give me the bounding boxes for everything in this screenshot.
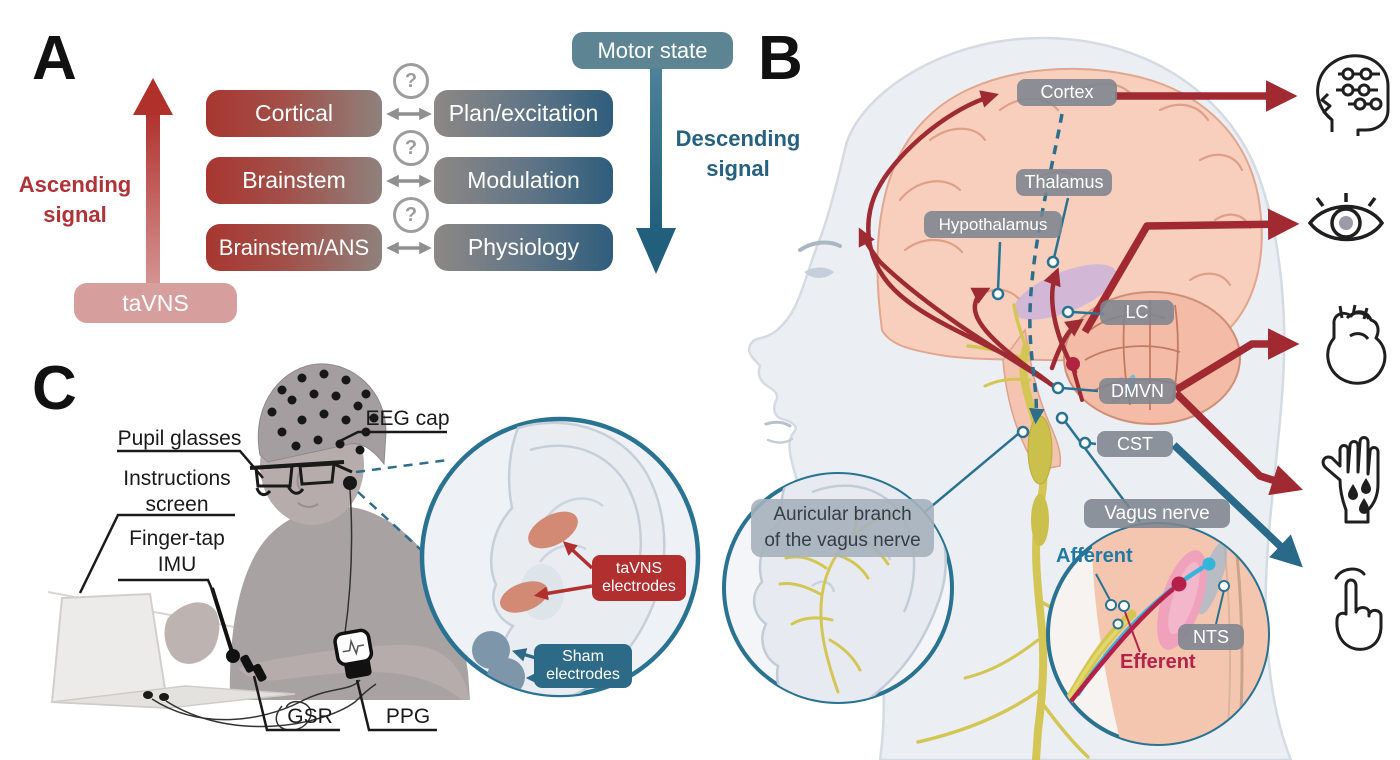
- finger-tap-imu-label: Finger-tap IMU: [129, 527, 225, 577]
- ascending-arrow-icon: [133, 78, 173, 322]
- output-arrows: [1081, 80, 1303, 568]
- efferent-origin-dot: [1066, 357, 1080, 371]
- bidirectional-arrow-icon-2: [386, 174, 432, 188]
- motor-state-box: Motor state: [572, 32, 733, 69]
- question-mark-1: ?: [393, 63, 429, 99]
- earbud-electrode: [343, 476, 357, 490]
- ppg-watch: [333, 628, 374, 679]
- callout-lines: [78, 430, 447, 732]
- cortex-label: Cortex: [1017, 79, 1117, 106]
- panel-c-letter: C: [32, 354, 77, 423]
- auricular-branch-label: Auricular branch of the vagus nerve: [751, 499, 934, 557]
- question-mark-2: ?: [393, 130, 429, 166]
- ear-inset: [419, 416, 701, 698]
- cortical-box: Cortical: [206, 90, 382, 137]
- imu-sensor: [226, 649, 240, 663]
- finger-tap-icon: [1334, 567, 1383, 651]
- tavns-arrows: [533, 541, 594, 601]
- descending-signal-label: Descending signal: [675, 126, 801, 181]
- ppg-label: PPG: [385, 705, 431, 728]
- efferent-label: Efferent: [1120, 651, 1196, 673]
- sensor-wire-2: [165, 683, 377, 728]
- bidirectional-arrow-icon-3: [386, 241, 432, 255]
- nts-label: NTS: [1178, 624, 1244, 650]
- plan-excitation-box: Plan/excitation: [434, 90, 613, 137]
- physiology-box: Physiology: [434, 224, 613, 271]
- panel-a-letter: A: [32, 24, 77, 93]
- vagus-nerve-trunk: [916, 303, 1117, 760]
- descending-dashed-path: [1028, 113, 1064, 425]
- eeg-head-icon: [1316, 54, 1390, 136]
- question-mark-3: ?: [393, 197, 429, 233]
- instructions-screen-label: Instructions screen: [123, 467, 231, 517]
- bidirectional-arrow-icon-1: [386, 107, 432, 121]
- experiment-scene: [47, 363, 470, 732]
- descending-arrow-icon: [636, 68, 676, 274]
- afferent-label: Afferent: [1056, 545, 1133, 567]
- modulation-box: Modulation: [434, 157, 613, 204]
- gsr-finger-sensors: [240, 654, 267, 682]
- tavns-electrode-upper: [528, 511, 578, 549]
- pupil-glasses: [249, 460, 353, 497]
- brainstem-ans-box: Brainstem/ANS: [206, 224, 382, 271]
- efferent-fiber: [1069, 587, 1175, 703]
- tavns-box: taVNS: [74, 283, 237, 323]
- thalamus-label: Thalamus: [1016, 169, 1112, 196]
- laptop-base: [51, 685, 296, 709]
- dmvn-label: DMVN: [1099, 378, 1176, 404]
- ascending-signal-label: Ascending signal: [18, 172, 132, 227]
- sham-electrodes-badge: Sham electrodes: [534, 644, 632, 688]
- brainstem-box: Brainstem: [206, 157, 382, 204]
- right-forearm: [238, 645, 470, 700]
- tavns-electrodes-badge: taVNS electrodes: [592, 555, 686, 601]
- sweat-hand-icon: [1321, 436, 1380, 524]
- eeg-cap-label: EEG cap: [365, 407, 450, 430]
- connector-dots: [991, 255, 1092, 450]
- heart-icon: [1326, 304, 1387, 385]
- vagus-nerve-label: Vagus nerve: [1084, 499, 1230, 528]
- eeg-cap-electrode-dots: [267, 369, 379, 455]
- gsr-label: GSR: [287, 705, 333, 728]
- pupil-glasses-label: Pupil glasses: [117, 427, 242, 450]
- eye-icon: [1307, 193, 1385, 242]
- ear-inset-callouts: [355, 458, 449, 561]
- lc-label: LC: [1100, 300, 1174, 325]
- sensor-wire-1: [151, 679, 361, 721]
- cst-label: CST: [1097, 431, 1173, 457]
- panel-b-letter: B: [758, 24, 803, 93]
- left-hand: [164, 602, 220, 664]
- hypothalamus-label: Hypothalamus: [924, 211, 1062, 238]
